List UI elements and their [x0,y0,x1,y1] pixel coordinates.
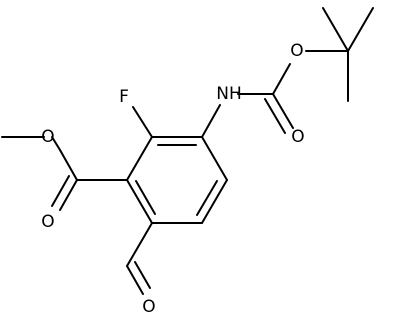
ester-carbonyl-oxygen-label: O [41,212,54,232]
bond-cho-o-double [134,261,151,289]
bond-c-n [201,104,221,138]
bond-cester-o [59,149,78,181]
bond-c-cho [126,222,153,267]
bond-tbu-me3 [322,7,349,52]
carbamate-ether-oxygen-label: O [290,41,303,61]
bond-ring-3-inner [196,180,218,216]
nh-label: NH [216,84,242,104]
bond-c-f [132,106,153,138]
bond-ring-5 [126,179,153,224]
bond-ring-6 [126,136,153,181]
bond-ring-5-inner [135,180,156,215]
bond-tbu-me2 [347,7,374,52]
bond-c-o-carbonyl [272,93,294,129]
bond-cester-carbonyl [59,179,78,211]
atom-labels: F NH O O O O O [41,41,304,317]
carbamate-carbonyl-oxygen-label: O [291,127,304,147]
bond-cester-carbonyl-double [51,175,70,207]
aldehyde-oxygen-label: O [142,297,155,317]
fluorine-label: F [119,87,129,107]
bond-lines [1,7,374,295]
bond-c-o-ether [272,63,291,95]
bond-c-o-carbonyl-double [264,98,286,134]
bond-ring-3 [201,179,228,224]
ester-ether-oxygen-label: O [41,127,54,147]
bond-o-methyl [51,136,61,151]
bond-ring-2 [201,136,228,181]
bond-cho-o [126,265,144,295]
